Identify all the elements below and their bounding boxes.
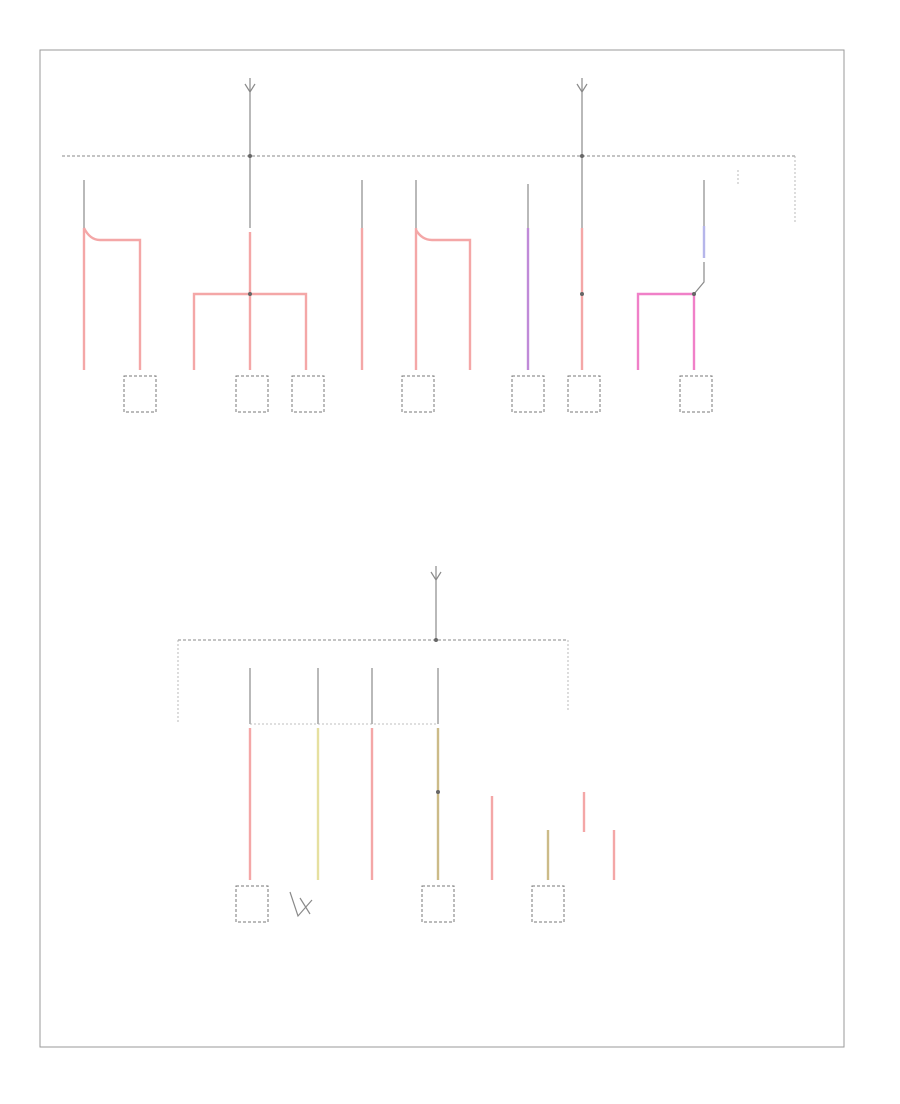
- lower-feed-1-arrow: [430, 571, 442, 582]
- component-box: [679, 375, 713, 413]
- component-box: [531, 885, 565, 923]
- splice-dot: [434, 638, 438, 642]
- switch-symbol: [289, 891, 313, 918]
- component-box: [235, 375, 269, 413]
- upper-feed-2-arrow: [576, 83, 588, 94]
- splice-dot: [692, 292, 696, 296]
- upper-feed-1: [244, 78, 256, 156]
- splice-dot: [248, 292, 252, 296]
- component-box: [123, 375, 157, 413]
- splice-dot: [248, 154, 252, 158]
- component-box: [235, 885, 269, 923]
- wire-pink: [636, 292, 694, 370]
- lower-section: [177, 566, 616, 923]
- upper-feed-1-arrow: [244, 83, 256, 94]
- wire-red: [82, 227, 142, 370]
- upper-feed-2: [576, 78, 588, 156]
- lower-feed-1: [430, 566, 442, 640]
- wire-red: [414, 229, 472, 370]
- splice-dot: [580, 154, 584, 158]
- diagram-frame: [39, 49, 845, 1048]
- splice-wire: [693, 262, 705, 295]
- component-box: [511, 375, 545, 413]
- component-box: [401, 375, 435, 413]
- component-box: [567, 375, 601, 413]
- component-box: [421, 885, 455, 923]
- component-box: [291, 375, 325, 413]
- splice-dot: [580, 292, 584, 296]
- upper-section: [62, 78, 796, 413]
- splice-dot: [436, 790, 440, 794]
